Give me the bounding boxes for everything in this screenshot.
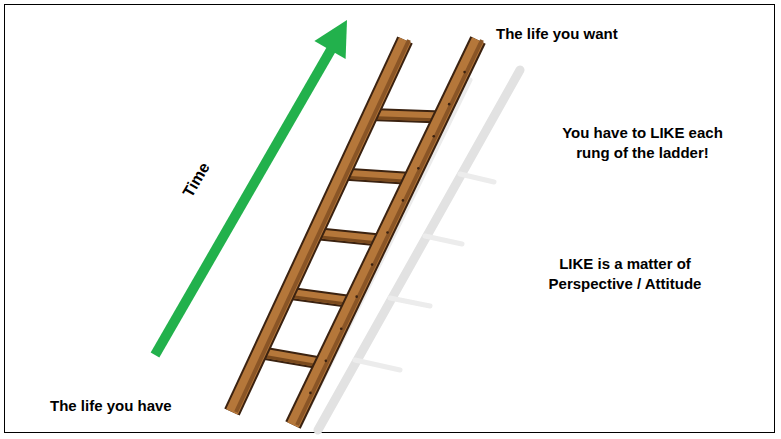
nail-dot — [432, 135, 435, 138]
note-text: The life you have — [50, 396, 172, 416]
nail-dot — [340, 327, 343, 330]
nail-dot — [386, 231, 389, 234]
ladder-part — [293, 40, 478, 425]
nail-dot — [402, 199, 405, 202]
nail-dot — [448, 103, 451, 106]
time-arrow — [155, 20, 347, 355]
note-text: You have to LIKE each rung of the ladder… — [560, 123, 725, 163]
note-text: LIKE is a matter of Perspective / Attitu… — [545, 254, 705, 294]
ladder-shadow — [300, 70, 520, 430]
nail-dot — [463, 71, 466, 74]
axis-label: Time — [179, 159, 215, 201]
ladder-part — [293, 40, 478, 425]
nail-dot — [309, 392, 312, 395]
nail-dot — [355, 295, 358, 298]
nail-dot — [371, 263, 374, 266]
ladder-part — [297, 40, 482, 425]
nail-dot — [325, 360, 328, 363]
nail-dot — [417, 167, 420, 170]
ladder — [232, 40, 482, 425]
note-text: The life you want — [496, 24, 618, 44]
